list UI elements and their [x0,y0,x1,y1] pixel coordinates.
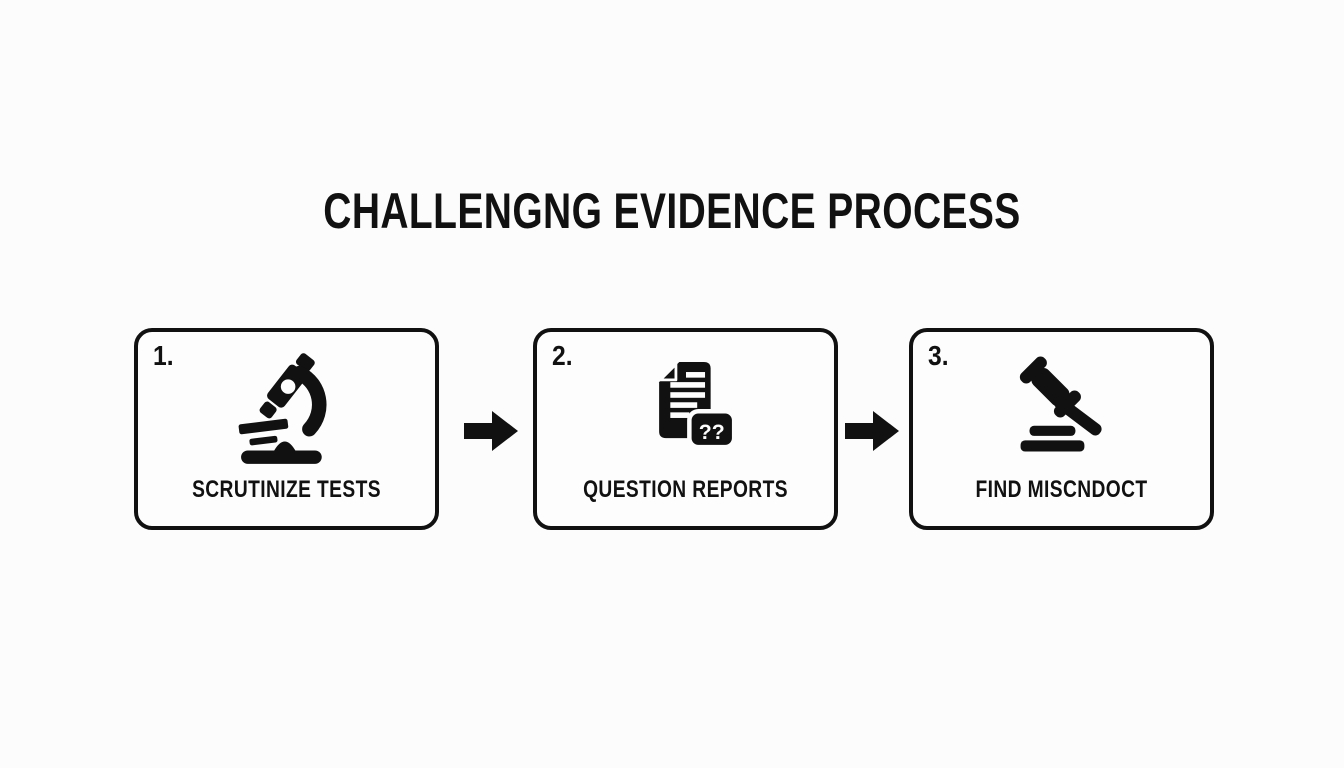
step-number: 1. [153,340,174,371]
question-marks: ?? [698,420,724,444]
arrow-right-icon [464,411,518,451]
step-number: 3. [928,340,949,371]
step-card-1: 1. [134,328,439,530]
step-label: QUESTION REPORTS [583,476,788,503]
microscope-icon [138,348,435,470]
arrow-right-icon [845,411,899,451]
gavel-icon [913,348,1210,470]
step-label: FIND MISCNDOCT [975,476,1148,503]
step-card-2: 2. ?? QUESTION REPORTS [533,328,838,530]
document-question-icon: ?? [537,348,834,470]
page-title: CHALLENGNG EVIDENCE PROCESS [323,183,1021,239]
step-card-3: 3. FIND MISCNDOCT [909,328,1214,530]
step-label: SCRUTINIZE TESTS [192,476,381,503]
step-number: 2. [552,340,573,371]
